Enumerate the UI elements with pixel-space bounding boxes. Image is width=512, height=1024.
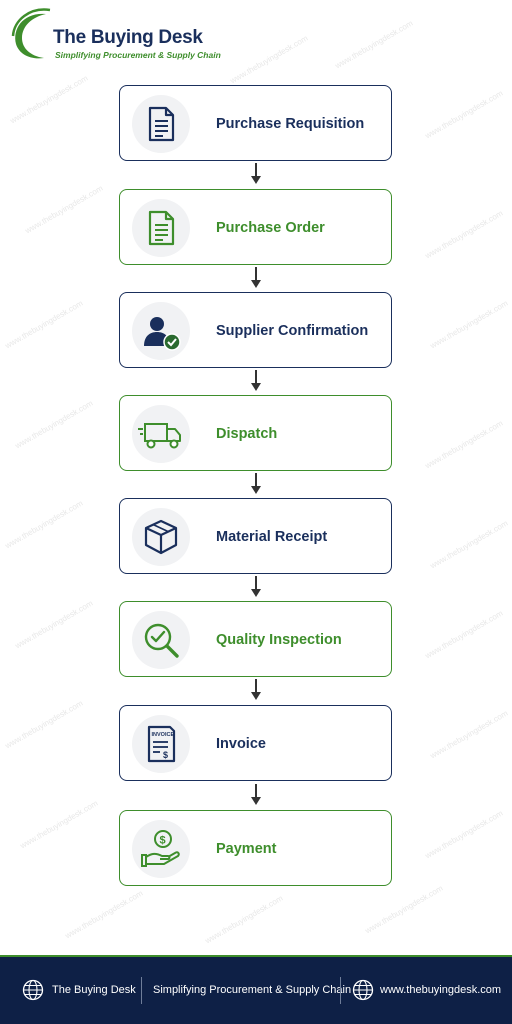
watermark-text: www.thebuyingdesk.com <box>333 18 415 71</box>
footer-bar: The Buying Desk Simplifying Procurement … <box>0 955 512 1024</box>
icon-badge: $ <box>132 820 190 878</box>
step-label: Material Receipt <box>216 529 328 545</box>
globe-icon <box>352 979 374 1001</box>
watermark-text: www.thebuyingdesk.com <box>423 418 505 471</box>
watermark-text: www.thebuyingdesk.com <box>13 398 95 451</box>
watermark-text: www.thebuyingdesk.com <box>423 88 505 141</box>
watermark-text: www.thebuyingdesk.com <box>203 893 285 946</box>
arrow-down-icon <box>251 267 261 288</box>
package-box-icon <box>144 519 178 555</box>
step-invoice: INVOICE $ Invoice <box>119 705 392 781</box>
arrow-down-icon <box>251 784 261 805</box>
watermark-text: www.thebuyingdesk.com <box>18 798 100 851</box>
footer-divider <box>340 977 341 1004</box>
step-supplier-confirmation: Supplier Confirmation <box>119 292 392 368</box>
step-purchase-order: Purchase Order <box>119 189 392 265</box>
watermark-text: www.thebuyingdesk.com <box>363 883 445 936</box>
step-label: Quality Inspection <box>216 632 342 648</box>
watermark-text: www.thebuyingdesk.com <box>23 183 105 236</box>
brand-logo: The Buying Desk Simplifying Procurement … <box>10 8 221 64</box>
watermark-text: www.thebuyingdesk.com <box>423 808 505 861</box>
svg-text:$: $ <box>160 835 166 847</box>
step-label: Purchase Requisition <box>216 116 365 132</box>
watermark-text: www.thebuyingdesk.com <box>63 888 145 941</box>
step-payment: $ Payment <box>119 810 392 886</box>
footer-website-link[interactable]: www.thebuyingdesk.com <box>380 984 502 996</box>
step-quality-inspection: Quality Inspection <box>119 601 392 677</box>
watermark-text: www.thebuyingdesk.com <box>423 608 505 661</box>
watermark-text: www.thebuyingdesk.com <box>228 33 310 86</box>
watermark-text: www.thebuyingdesk.com <box>3 298 85 351</box>
step-label: Invoice <box>216 736 266 752</box>
icon-badge <box>132 199 190 257</box>
icon-badge <box>132 405 190 463</box>
order-document-icon <box>148 210 175 246</box>
footer-brand: The Buying Desk <box>52 984 136 996</box>
watermark-text: www.thebuyingdesk.com <box>8 73 90 126</box>
user-check-icon <box>144 317 181 351</box>
watermark-text: www.thebuyingdesk.com <box>428 708 510 761</box>
step-label: Payment <box>216 841 277 857</box>
brand-title: The Buying Desk <box>53 27 203 48</box>
svg-text:$: $ <box>163 750 168 760</box>
step-label: Dispatch <box>216 426 278 442</box>
logo-swoosh-icon <box>11 8 51 59</box>
step-dispatch: Dispatch <box>119 395 392 471</box>
step-material-receipt: Material Receipt <box>119 498 392 574</box>
step-label: Supplier Confirmation <box>216 323 369 339</box>
invoice-icon: INVOICE $ <box>147 725 176 763</box>
watermark-text: www.thebuyingdesk.com <box>428 518 510 571</box>
watermark-text: www.thebuyingdesk.com <box>3 498 85 551</box>
arrow-down-icon <box>251 576 261 597</box>
arrow-down-icon <box>251 473 261 494</box>
step-label: Purchase Order <box>216 220 325 236</box>
hand-dollar-icon: $ <box>141 830 180 867</box>
icon-badge <box>132 95 190 153</box>
step-purchase-requisition: Purchase Requisition <box>119 85 392 161</box>
watermark-text: www.thebuyingdesk.com <box>3 698 85 751</box>
document-icon <box>148 106 175 142</box>
icon-badge <box>132 611 190 669</box>
footer-tagline: Simplifying Procurement & Supply Chain <box>153 984 352 996</box>
watermark-text: www.thebuyingdesk.com <box>428 298 510 351</box>
magnifier-check-icon <box>144 623 179 658</box>
footer-divider <box>141 977 142 1004</box>
globe-icon <box>22 979 44 1001</box>
delivery-truck-icon <box>138 423 181 449</box>
brand-tagline: Simplifying Procurement & Supply Chain <box>55 50 221 60</box>
arrow-down-icon <box>251 163 261 184</box>
arrow-down-icon <box>251 679 261 700</box>
watermark-text: www.thebuyingdesk.com <box>423 208 505 261</box>
watermark-text: www.thebuyingdesk.com <box>13 598 95 651</box>
arrow-down-icon <box>251 370 261 391</box>
icon-badge <box>132 508 190 566</box>
icon-badge <box>132 302 190 360</box>
svg-text:INVOICE: INVOICE <box>152 732 175 738</box>
icon-badge: INVOICE $ <box>132 715 190 773</box>
